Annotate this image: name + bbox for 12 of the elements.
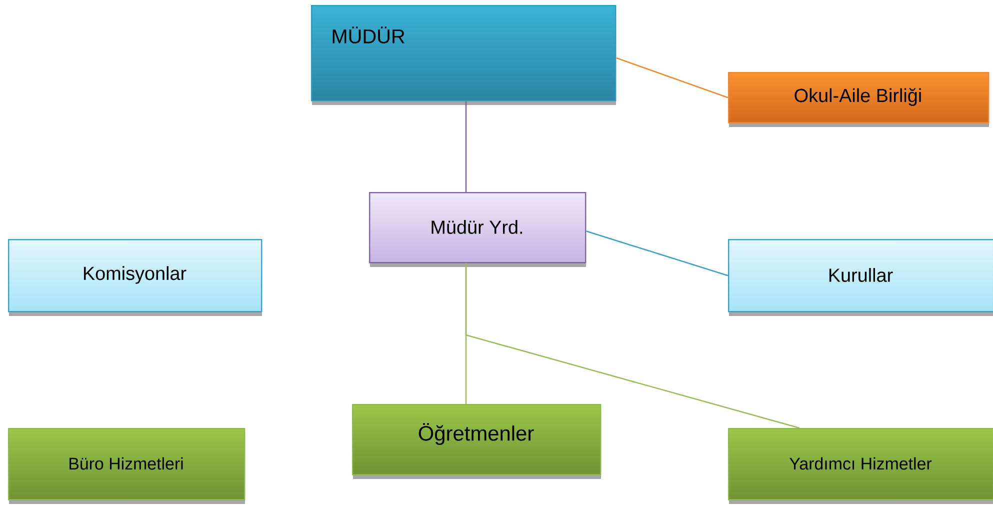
org-box: Kurullar: [728, 239, 993, 316]
org-box: Okul-Aile Birliği: [728, 72, 990, 127]
org-box: Müdür Yrd.: [369, 192, 586, 267]
org-box: Yardımcı Hizmetler: [728, 428, 993, 504]
connector-line: [616, 57, 728, 98]
connector-line: [586, 230, 728, 276]
connector-line: [465, 101, 467, 192]
connector-line: [465, 263, 800, 429]
org-box: Büro Hizmetleri: [8, 428, 246, 504]
org-box: MÜDÜR: [311, 5, 616, 105]
org-box: Komisyonlar: [8, 239, 262, 316]
org-box: Öğretmenler: [352, 404, 602, 479]
